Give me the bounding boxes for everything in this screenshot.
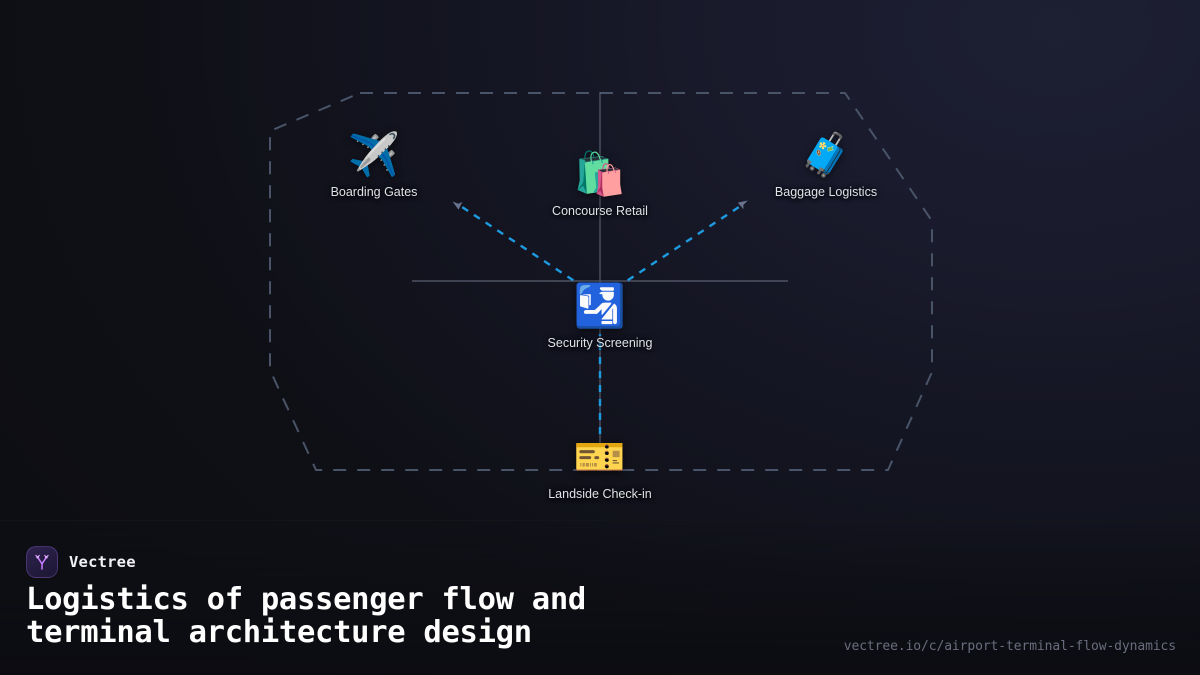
graph-svg [269,92,933,471]
page-title: Logistics of passenger flow and terminal… [26,582,586,650]
brand-row[interactable]: Vectree [26,546,136,578]
graph-node-label: Landside Check-in [548,487,652,502]
luggage-icon: 🧳 [799,131,853,179]
passport-control-icon: 🛂 [573,282,627,330]
shopping-bags-icon: 🛍️ [573,150,627,198]
graph-node-landside-check-in[interactable]: 🎫 Landside Check-in [548,433,652,503]
graph-node-label: Security Screening [547,336,653,351]
source-url: vectree.io/c/airport-terminal-flow-dynam… [843,639,1176,654]
airplane-icon: ✈️ [347,131,401,179]
graph-canvas[interactable]: ✈️ Boarding Gates 🛍️ Concourse Retail 🧳 … [0,0,1200,520]
graph-node-label: Boarding Gates [330,185,418,200]
ticket-icon: 🎫 [573,433,627,481]
edge-security-to-baggage[interactable] [615,200,748,290]
graph-node-boarding-gates[interactable]: ✈️ Boarding Gates [331,131,418,201]
vectree-tree-glyph-icon [26,546,58,578]
edge-security-to-boarding[interactable] [452,201,586,290]
brand-name: Vectree [69,553,136,571]
graph-node-security-screening[interactable]: 🛂 Security Screening [548,282,653,352]
graph-node-label: Baggage Logistics [774,185,878,200]
cluster-hull-boundary [269,92,933,471]
caption-bar: Vectree Logistics of passenger flow and … [0,520,1200,675]
graph-node-concourse-retail[interactable]: 🛍️ Concourse Retail [552,150,648,220]
graph-node-label: Concourse Retail [552,204,648,219]
graph-node-baggage-logistics[interactable]: 🧳 Baggage Logistics [775,131,877,201]
